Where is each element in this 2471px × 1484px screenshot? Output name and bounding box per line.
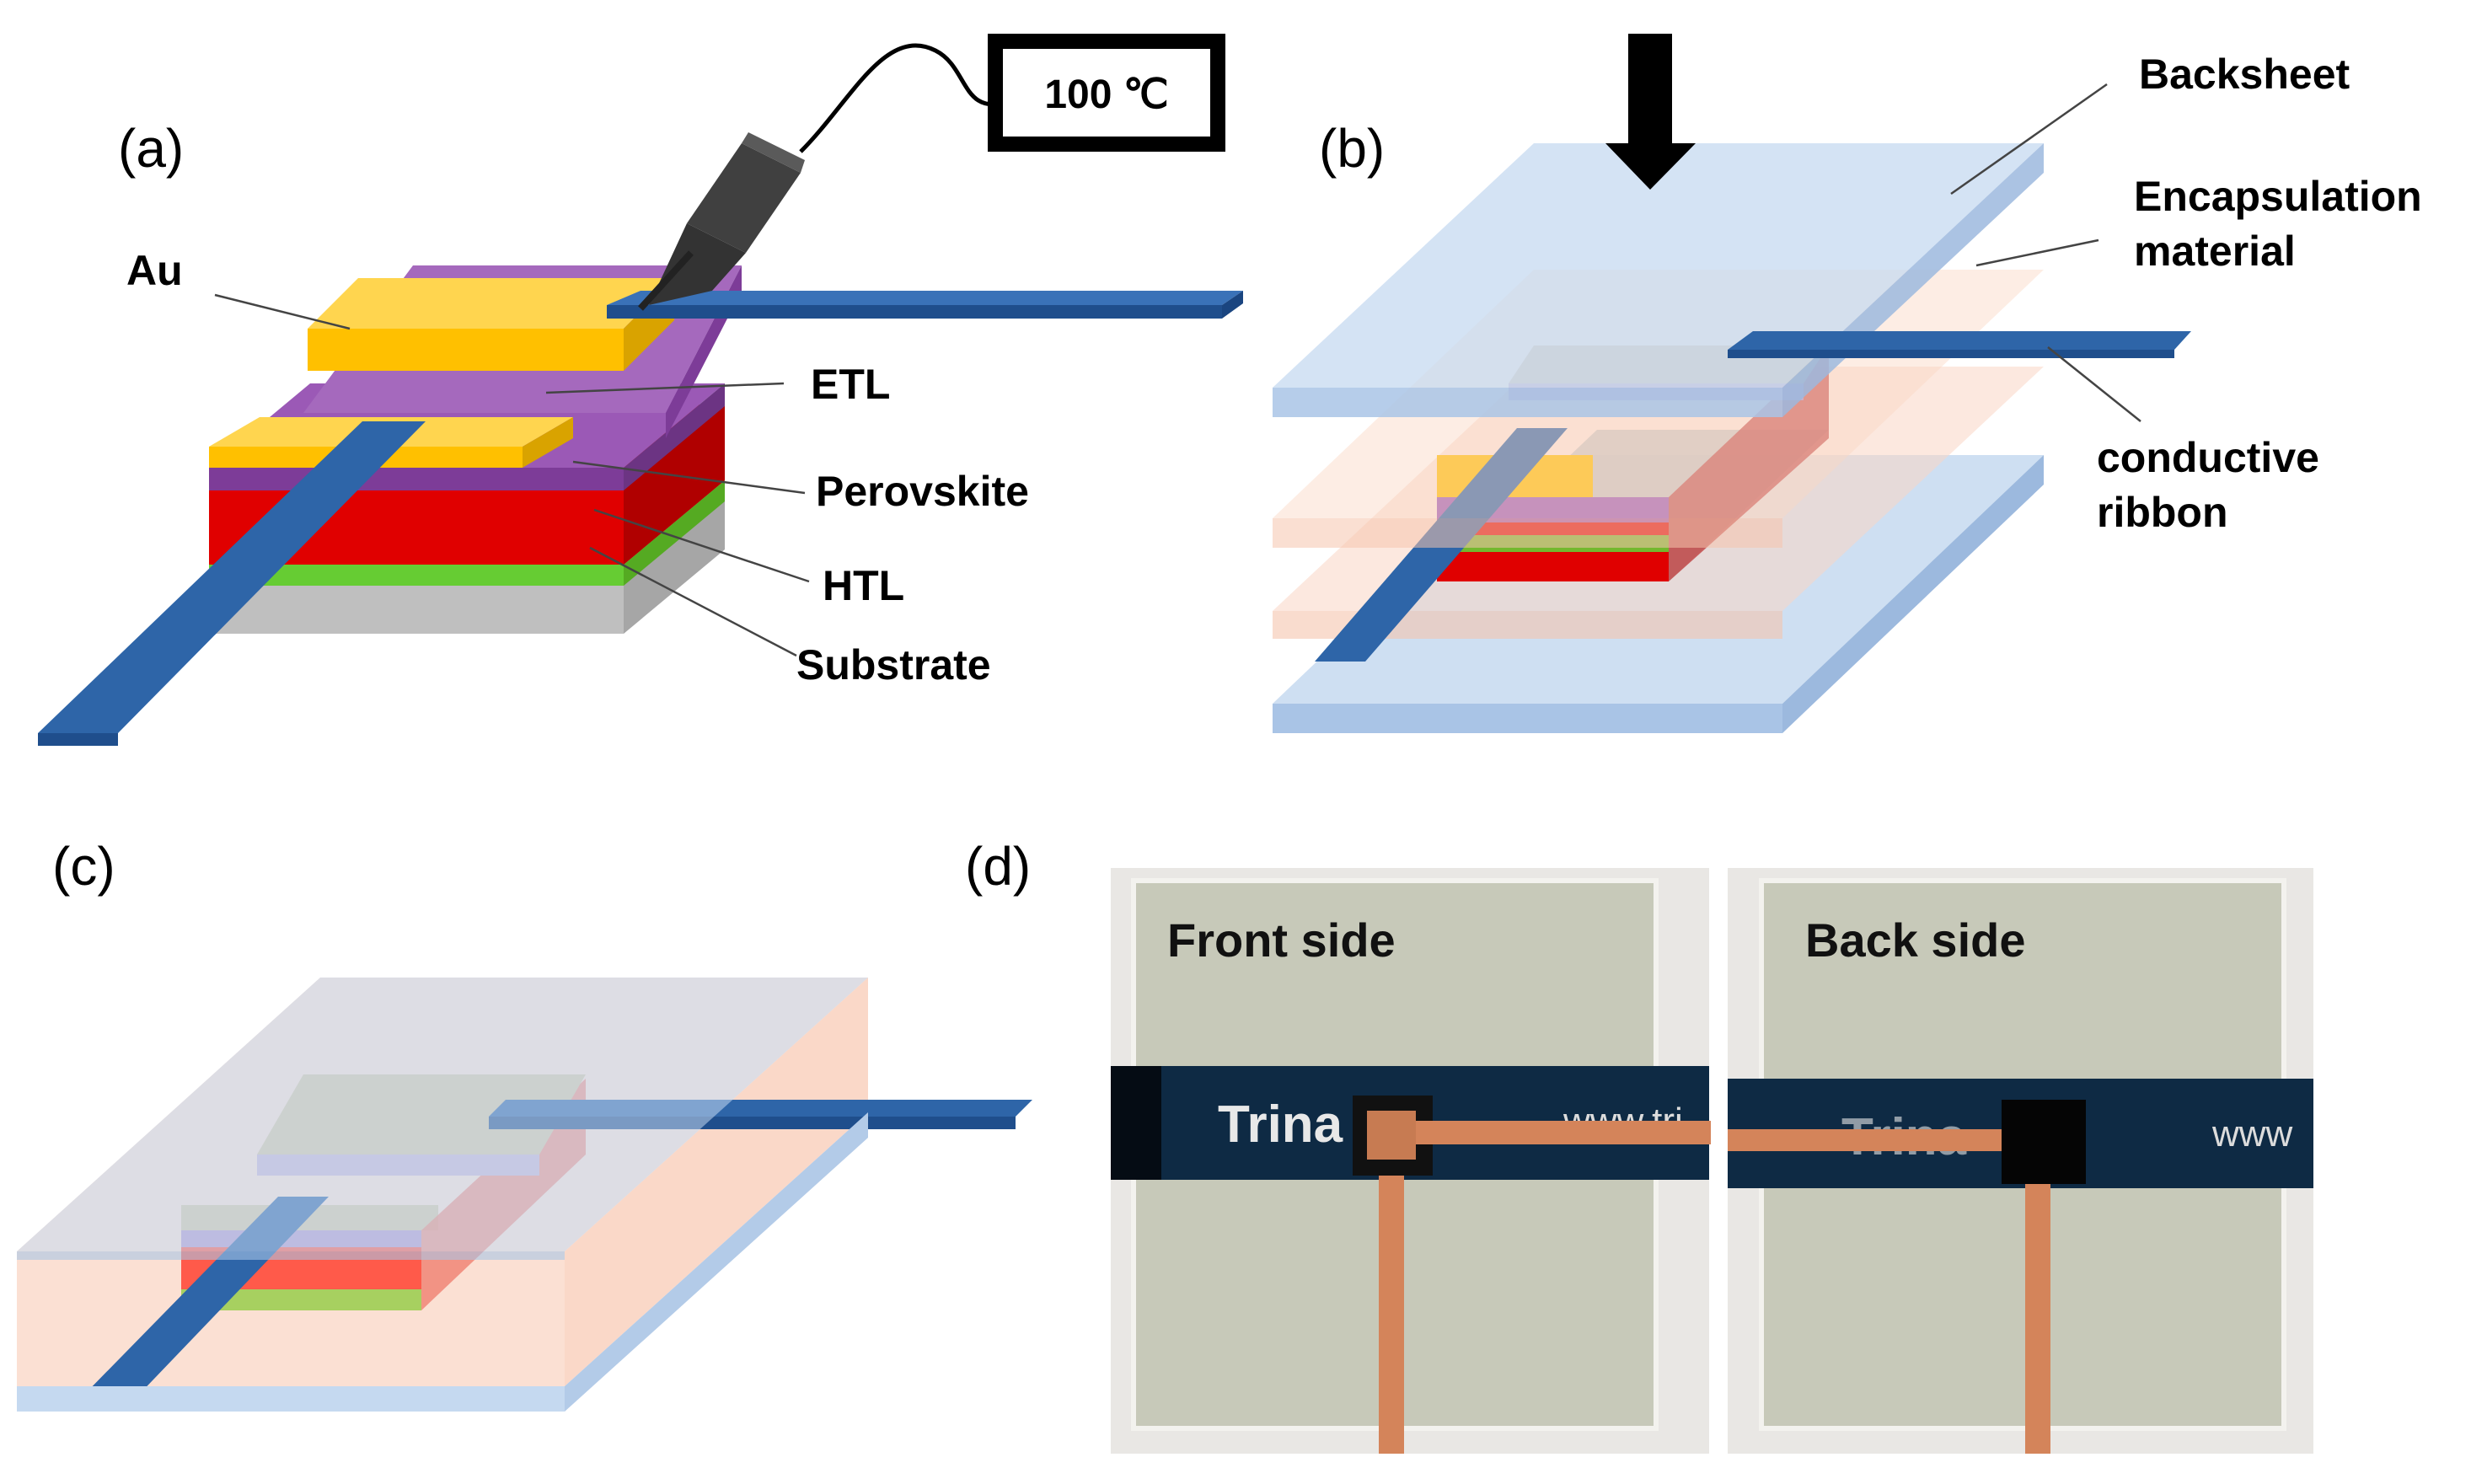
panel-c-label: (c) xyxy=(52,836,115,897)
panel-a: (a) xyxy=(38,34,1243,746)
panel-d: (d) Trina www.tri Front side Trina www xyxy=(965,836,2313,1454)
soldering-iron-icon xyxy=(638,43,1012,311)
ribbon-photo-back-v xyxy=(2025,1184,2050,1454)
encapsulation-label-line1: Encapsulation xyxy=(2134,173,2422,220)
tape-logo-front: Trina xyxy=(1218,1096,1343,1154)
ribbon-label-line1: conductive xyxy=(2097,434,2319,481)
perovskite-label: Perovskite xyxy=(816,468,1029,515)
tape-url-back: www xyxy=(2211,1113,2293,1155)
top-backsheet-c xyxy=(17,978,868,1251)
cell-back xyxy=(2002,1100,2086,1184)
temperature-display: 100 ℃ xyxy=(988,34,1225,152)
ribbon-photo-back-h xyxy=(1728,1129,2014,1151)
ribbon-front xyxy=(38,421,426,746)
ribbon-back xyxy=(607,291,1243,319)
panel-b-label: (b) xyxy=(1319,118,1385,179)
panel-c: (c) xyxy=(17,836,1032,1412)
down-arrow-icon xyxy=(1605,34,1696,190)
backsheet-label: Backsheet xyxy=(2139,51,2350,98)
encapsulation-label-line2: material xyxy=(2134,228,2296,275)
au-label: Au xyxy=(126,247,183,294)
htl-label: HTL xyxy=(823,562,904,609)
temperature-readout: 100 ℃ xyxy=(1044,72,1168,117)
ribbon-photo-front-h xyxy=(1416,1121,1711,1144)
ribbon-photo-front-v xyxy=(1379,1176,1404,1454)
ribbon-back-b xyxy=(1728,331,2191,350)
au-back-electrode xyxy=(308,278,674,371)
bottom-backsheet-c xyxy=(17,1386,565,1412)
panel-b: (b) xyxy=(1273,34,2422,733)
substrate-label: Substrate xyxy=(796,641,991,688)
photo-back-side: Trina www Back side xyxy=(1728,868,2313,1454)
front-side-label: Front side xyxy=(1167,913,1396,967)
panel-a-label: (a) xyxy=(118,118,184,179)
etl-label: ETL xyxy=(811,361,890,408)
photo-front-side: Trina www.tri Front side xyxy=(1111,868,1711,1454)
back-side-label: Back side xyxy=(1805,913,2026,967)
panel-d-label: (d) xyxy=(965,836,1031,897)
ribbon-label-line2: ribbon xyxy=(2097,489,2228,536)
